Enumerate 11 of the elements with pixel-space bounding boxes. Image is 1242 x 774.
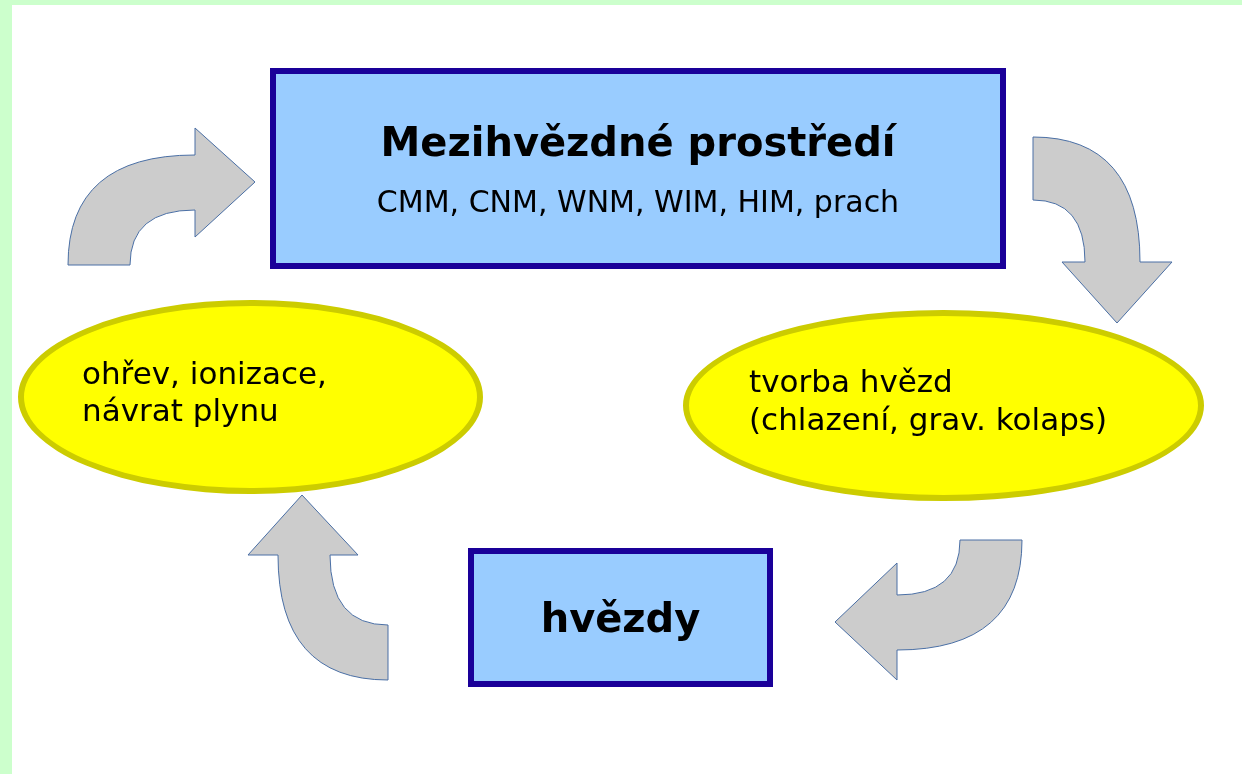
curved-arrow xyxy=(834,539,1023,681)
node-title: hvězdy xyxy=(540,593,701,642)
curved-arrow xyxy=(247,494,389,681)
node-title: tvorba hvězd (chlazení, grav. kolaps) xyxy=(749,363,1109,438)
curved-arrow xyxy=(1032,136,1173,324)
process-box xyxy=(468,548,773,687)
node-subtitle: CMM, CNM, WNM, WIM, HIM, prach xyxy=(376,183,900,220)
node-title: ohřev, ionizace, návrat plynu xyxy=(82,354,328,430)
process-box xyxy=(270,68,1006,269)
curved-arrow xyxy=(67,127,256,266)
node-title: Mezihvězdné prostředí xyxy=(380,117,896,166)
